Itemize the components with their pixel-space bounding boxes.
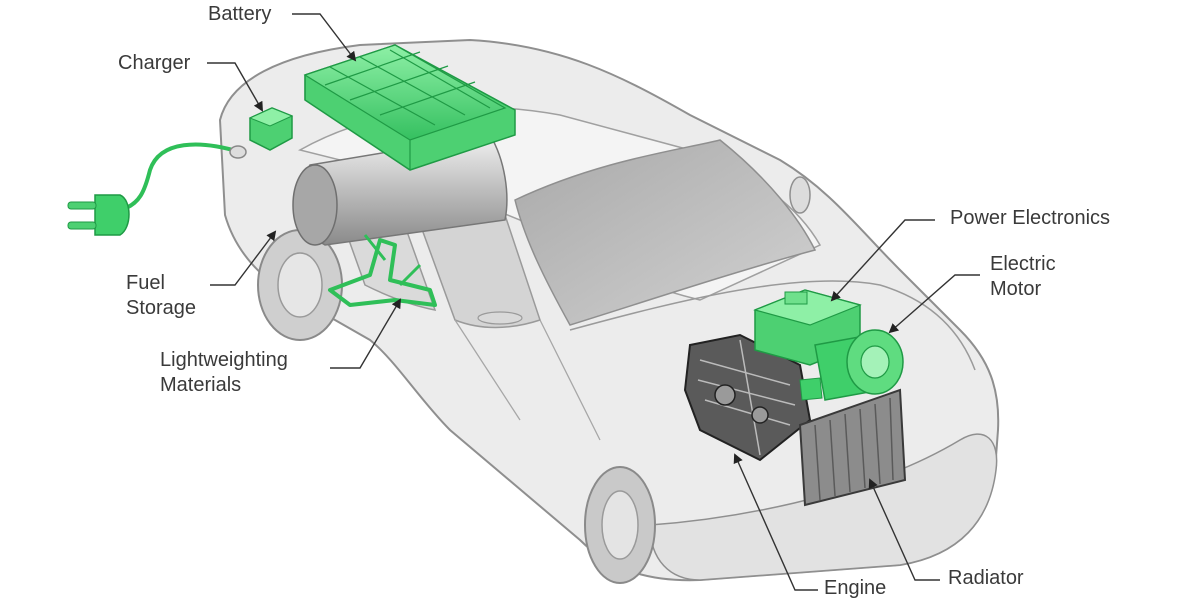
leader-fuel — [210, 230, 277, 286]
door-line — [454, 319, 601, 441]
label-battery: Battery — [208, 3, 272, 25]
hood-line — [569, 280, 976, 371]
leader-charger — [207, 62, 263, 112]
label-lightweighting-materials: Lightweighting Materials — [160, 348, 288, 398]
leader-power-electronics — [830, 219, 935, 302]
leader-engine — [733, 453, 818, 591]
label-charger: Charger — [118, 52, 191, 74]
label-engine: Engine — [824, 577, 887, 599]
side-mirror — [789, 176, 811, 214]
label-power-electronics: Power Electronics — [950, 207, 1111, 229]
leader-radiator — [868, 478, 940, 581]
leader-battery — [292, 13, 357, 62]
label-electric-motor-line2: Motor — [990, 278, 1042, 300]
leader-electric-motor — [888, 274, 980, 334]
windshield — [514, 139, 817, 326]
leader-lightweight — [330, 298, 401, 369]
label-fuel-storage: Fuel Storage — [126, 271, 196, 321]
label-radiator: Radiator — [948, 567, 1024, 589]
lightweighting-frame — [328, 234, 437, 307]
fuel-storage-tank — [292, 134, 508, 246]
radiator-core — [798, 388, 907, 507]
engine-block — [683, 333, 812, 462]
leader-lines — [207, 13, 980, 591]
front-wheel-hub — [601, 490, 639, 560]
electric-motor — [799, 329, 904, 401]
label-fuel-storage-line1: Fuel — [126, 272, 165, 294]
label-lightweighting-line1: Lightweighting — [160, 349, 288, 371]
label-fuel-storage-line2: Storage — [126, 297, 197, 319]
rear-wheel-hub — [277, 252, 323, 318]
front-bumper — [649, 433, 998, 581]
wheels — [257, 229, 656, 584]
label-electric-motor: Electric Motor — [990, 252, 1056, 302]
battery-pack — [303, 44, 516, 171]
label-electric-motor-line1: Electric — [990, 253, 1056, 275]
charging-plug — [67, 142, 247, 236]
charger-unit — [248, 107, 294, 151]
label-lightweighting-line2: Materials — [160, 374, 242, 396]
door-handle — [477, 311, 523, 325]
